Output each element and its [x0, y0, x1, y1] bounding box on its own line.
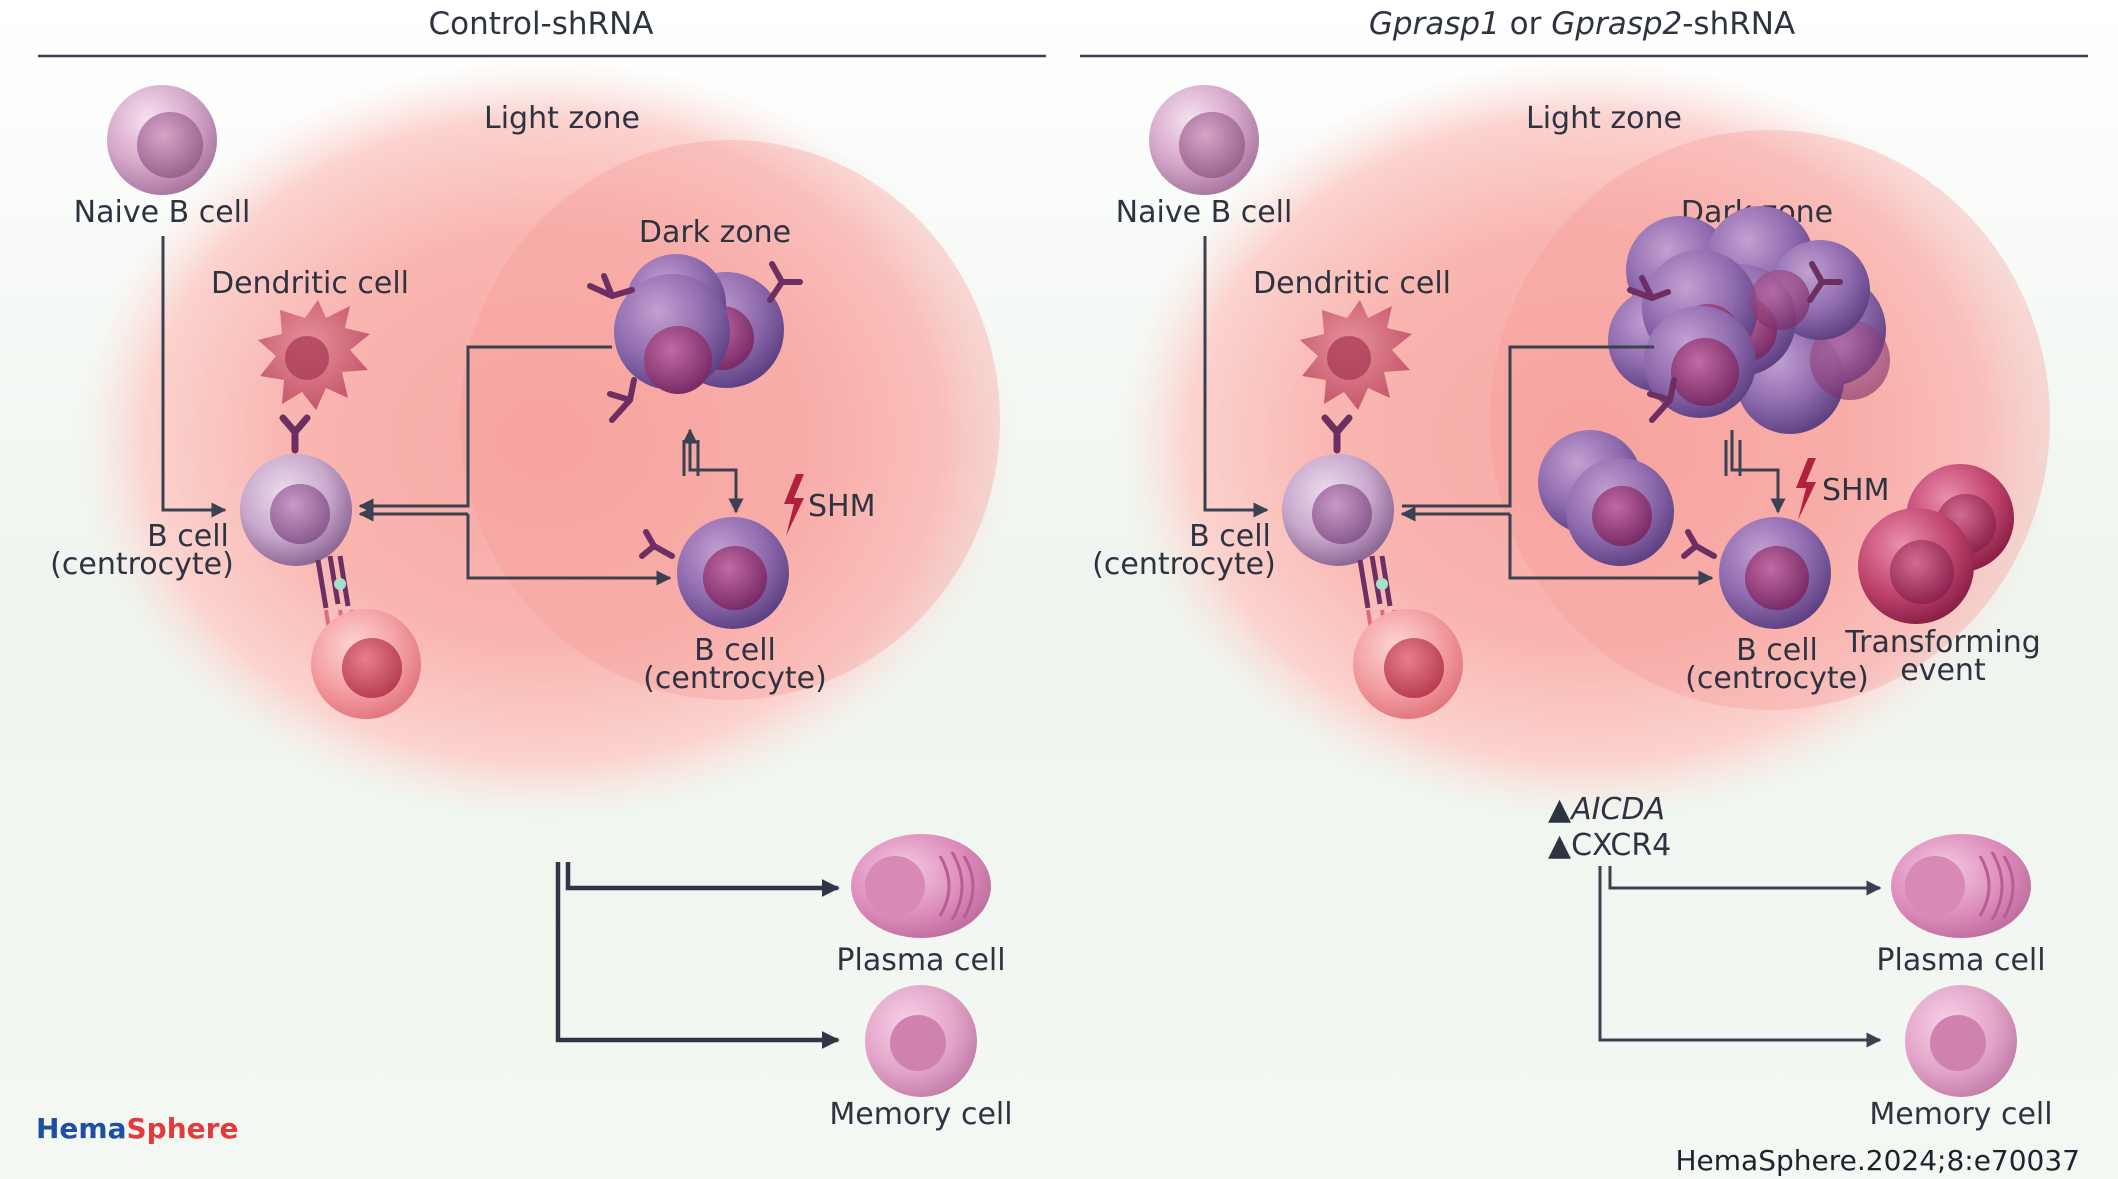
right-title-or: or	[1500, 6, 1551, 42]
right-cxcr4-label: ▲CXCR4	[1548, 828, 1671, 863]
left-b-cell-dark-zone	[639, 517, 789, 629]
right-memory-cell-label: Memory cell	[1869, 1097, 2052, 1132]
right-arrow-dark-to-bcell	[1402, 345, 1654, 508]
right-transforming-label-1: Transforming	[1844, 625, 2041, 660]
right-dendritic-cell	[1300, 300, 1412, 410]
left-naive-b-cell-label: Naive B cell	[74, 195, 251, 230]
right-cxcr4-marker: ▲	[1548, 828, 1571, 863]
right-b-cell-dark-zone	[1681, 517, 1831, 629]
left-shm-bolt-icon	[784, 474, 804, 536]
right-title-gene2: Gprasp2	[1551, 6, 1682, 42]
left-arrow-to-memory	[555, 862, 840, 1049]
left-light-zone-label: Light zone	[484, 101, 640, 136]
hemasphere-logo: HemaSphere	[36, 1112, 238, 1145]
right-arrow-cycle-double	[1724, 440, 1742, 476]
right-aicda-marker: ▲	[1548, 792, 1571, 827]
right-plasma-cell	[1891, 834, 2031, 938]
right-b-cell-right-label-2: (centrocyte)	[1685, 661, 1869, 696]
right-arrow-to-memory	[1598, 866, 1882, 1048]
right-dendritic-cell-label: Dendritic cell	[1253, 266, 1451, 301]
left-arrow-cycle-down	[688, 430, 744, 514]
left-b-cell-right-label-2: (centrocyte)	[643, 661, 827, 696]
right-transforming-label-2: event	[1900, 653, 1986, 688]
right-b-cell-centrocyte	[1282, 414, 1400, 637]
logo-part-2: Sphere	[127, 1112, 239, 1145]
right-b-cell-left-label-1: B cell	[1189, 519, 1271, 554]
left-arrow-cycle-double	[682, 440, 700, 476]
left-plasma-cell-label: Plasma cell	[836, 943, 1005, 978]
left-dark-zone-cells	[587, 254, 803, 423]
right-panel: Gprasp1 or Gprasp2-shRNA Light zone Dark…	[1080, 6, 2088, 1132]
right-light-zone-label: Light zone	[1526, 101, 1682, 136]
logo-part-1: Hema	[36, 1112, 127, 1145]
right-extra-cells	[1538, 430, 1674, 566]
right-b-cell-left-label-2: (centrocyte)	[1092, 547, 1276, 582]
left-naive-b-cell	[107, 85, 217, 195]
right-dark-zone-cells	[1608, 206, 1890, 434]
left-dark-zone-area	[460, 140, 1000, 700]
left-memory-cell-label: Memory cell	[829, 1097, 1012, 1132]
left-arrow-to-plasma	[565, 862, 840, 897]
right-memory-cell	[1905, 985, 2017, 1097]
left-shm-label: SHM	[808, 489, 876, 524]
right-title-gene1: Gprasp1	[1369, 6, 1500, 42]
right-title-suffix: -shRNA	[1682, 6, 1795, 42]
left-b-cell-left-label-1: B cell	[147, 519, 229, 554]
left-dendritic-cell	[258, 300, 370, 410]
left-plasma-cell	[851, 834, 991, 938]
right-aicda-text: AICDA	[1569, 792, 1665, 827]
right-plasma-cell-label: Plasma cell	[1876, 943, 2045, 978]
right-panel-title: Gprasp1 or Gprasp2-shRNA	[1369, 6, 1795, 42]
right-arrow-cycle-down	[1730, 430, 1786, 514]
right-t-cell	[1353, 609, 1463, 719]
left-dendritic-cell-label: Dendritic cell	[211, 266, 409, 301]
left-dark-zone-label: Dark zone	[639, 215, 791, 250]
right-transforming-cells	[1858, 464, 2014, 624]
left-b-cell-centrocyte	[240, 414, 358, 637]
right-arrow-naive-to-bcell	[1203, 236, 1269, 518]
left-arrow-naive-to-bcell	[161, 236, 227, 518]
right-shm-label: SHM	[1822, 473, 1890, 508]
citation: HemaSphere.2024;8:e70037	[1676, 1144, 2081, 1177]
right-arrow-bcell-to-darkzone	[1508, 514, 1714, 586]
left-memory-cell	[865, 985, 977, 1097]
left-light-zone-area	[75, 60, 1015, 820]
left-b-cell-left-label-2: (centrocyte)	[50, 547, 234, 582]
right-arrow-to-plasma	[1608, 866, 1882, 896]
left-t-cell	[311, 609, 421, 719]
right-aicda-label: ▲AICDA	[1548, 792, 1665, 827]
left-b-cell-right-label-1: B cell	[694, 633, 776, 668]
right-naive-b-cell-label: Naive B cell	[1116, 195, 1293, 230]
right-cxcr4-text: CXCR4	[1571, 828, 1671, 863]
left-panel: Control-shRNA Light zone Dark zone Naive…	[38, 6, 1046, 1132]
left-arrow-bcell-to-darkzone	[466, 514, 672, 586]
left-panel-title: Control-shRNA	[429, 6, 654, 42]
right-shm-bolt-icon	[1796, 458, 1816, 520]
right-naive-b-cell	[1149, 85, 1259, 195]
right-b-cell-right-label-1: B cell	[1736, 633, 1818, 668]
